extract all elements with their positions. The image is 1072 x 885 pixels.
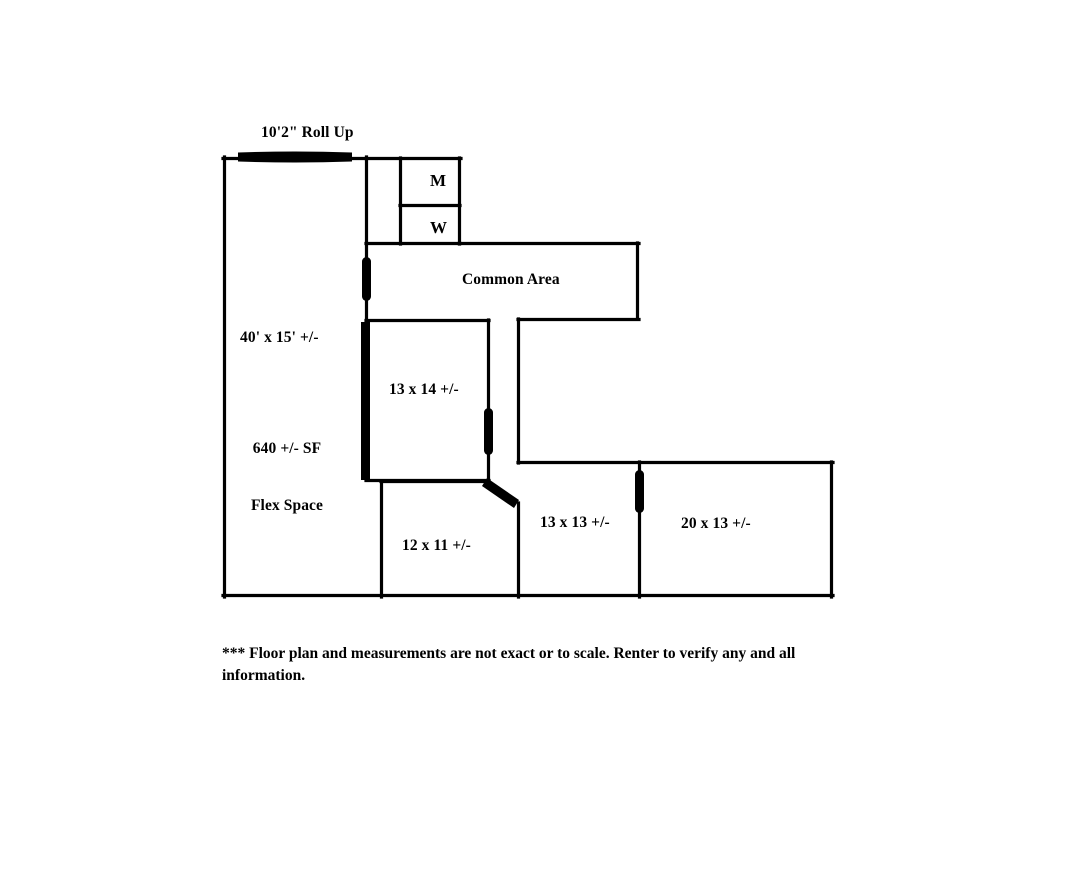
label-flex-space-area: 640 +/- SF Flex Space bbox=[251, 402, 323, 553]
label-flex-space-dimensions: 40' x 15' +/- bbox=[240, 329, 319, 346]
label-restroom-women: W bbox=[430, 218, 448, 237]
thick-wall-group bbox=[238, 151, 644, 513]
wall-group bbox=[221, 155, 835, 599]
label-room-13x14: 13 x 14 +/- bbox=[389, 381, 459, 398]
roll-up-door-icon bbox=[238, 151, 352, 163]
wall-flex-east-thick bbox=[361, 322, 370, 480]
label-roll-up-door: 10'2" Roll Up bbox=[261, 124, 354, 141]
door-1313-to-2013-icon bbox=[635, 470, 644, 513]
label-common-area: Common Area bbox=[462, 271, 560, 288]
door-diagonal-icon bbox=[482, 478, 519, 508]
label-flex-space-area-line1: 640 +/- SF bbox=[252, 439, 322, 457]
disclaimer-text: *** Floor plan and measurements are not … bbox=[222, 645, 796, 684]
label-restroom-men: M bbox=[430, 171, 447, 190]
label-flex-space-area-line2: Flex Space bbox=[250, 496, 324, 514]
door-flex-to-common-icon bbox=[362, 257, 371, 301]
label-room-20x13: 20 x 13 +/- bbox=[681, 515, 751, 532]
label-room-12x11: 12 x 11 +/- bbox=[402, 537, 471, 554]
door-1314-east-icon bbox=[484, 408, 493, 455]
label-room-13x13: 13 x 13 +/- bbox=[540, 514, 610, 531]
